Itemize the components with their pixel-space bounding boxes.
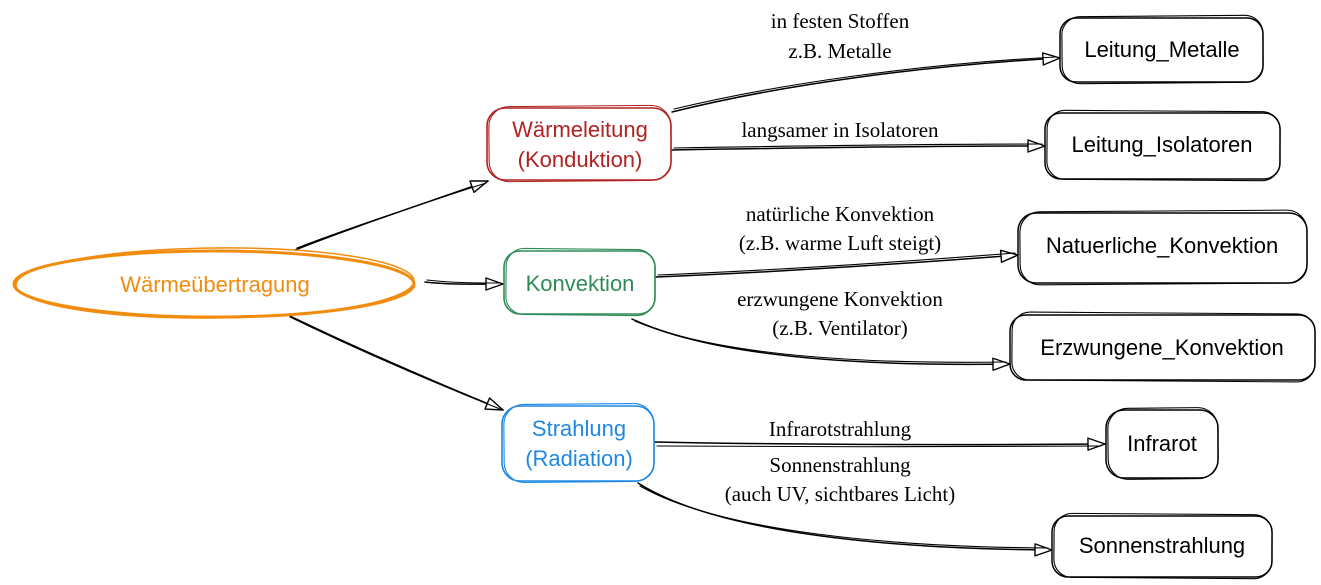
root-node[interactable]: Wärmeübertragung <box>12 246 416 320</box>
radiation-label-2: (Radiation) <box>525 446 633 471</box>
edge-label-infrarot: Infrarotstrahlung <box>769 417 912 441</box>
edge-conduction-metalle <box>671 52 1061 113</box>
edge-root-radiation <box>287 314 504 411</box>
edge-radiation-sonne <box>637 482 1053 557</box>
leaf-leitung-metalle-label: Leitung_Metalle <box>1084 37 1239 62</box>
edge-label-natuerlich-1: natürliche Konvektion <box>746 202 935 226</box>
leaf-natuerliche-konvektion-label: Natuerliche_Konvektion <box>1046 233 1278 258</box>
leaf-sonnenstrahlung[interactable]: Sonnenstrahlung <box>1051 512 1273 580</box>
edge-radiation-infrarot <box>654 437 1106 451</box>
leaf-infrarot[interactable]: Infrarot <box>1105 407 1219 480</box>
leaf-leitung-metalle[interactable]: Leitung_Metalle <box>1059 14 1264 85</box>
leaf-natuerliche-konvektion[interactable]: Natuerliche_Konvektion <box>1017 209 1308 286</box>
leaf-erzwungene-konvektion-label: Erzwungene_Konvektion <box>1040 335 1283 360</box>
edge-label-sonne-1: Sonnenstrahlung <box>769 453 911 477</box>
radiation-label-1: Strahlung <box>532 416 626 441</box>
edge-convection-erzwungen <box>631 318 1011 371</box>
leaf-erzwungene-konvektion[interactable]: Erzwungene_Konvektion <box>1009 311 1316 383</box>
convection-label: Konvektion <box>526 271 635 296</box>
leaf-leitung-isolatoren-label: Leitung_Isolatoren <box>1071 132 1252 157</box>
radiation-node[interactable]: Strahlung (Radiation) <box>501 402 655 484</box>
edge-root-convection <box>424 277 504 291</box>
leaf-infrarot-label: Infrarot <box>1127 431 1197 456</box>
edge-label-sonne-2: (auch UV, sichtbares Licht) <box>725 482 956 506</box>
root-label: Wärmeübertragung <box>120 272 310 297</box>
leaf-leitung-isolatoren[interactable]: Leitung_Isolatoren <box>1044 109 1281 182</box>
edge-label-natuerlich-2: (z.B. warme Luft steigt) <box>739 231 941 255</box>
convection-node[interactable]: Konvektion <box>503 247 656 317</box>
edge-convection-natuerlich <box>655 249 1019 278</box>
edge-label-metalle-1: in festen Stoffen <box>771 9 910 33</box>
edge-label-isolatoren: langsamer in Isolatoren <box>741 118 939 142</box>
conduction-node[interactable]: Wärmeleitung (Konduktion) <box>486 104 672 183</box>
edge-root-conduction <box>294 180 489 251</box>
edge-label-erzwungen-2: (z.B. Ventilator) <box>772 316 908 340</box>
conduction-label-2: (Konduktion) <box>518 147 643 172</box>
leaf-sonnenstrahlung-label: Sonnenstrahlung <box>1079 533 1245 558</box>
edge-label-erzwungen-1: erzwungene Konvektion <box>737 287 943 311</box>
conduction-label-1: Wärmeleitung <box>512 117 648 142</box>
edge-conduction-isolatoren <box>671 139 1046 153</box>
edge-label-metalle-2: z.B. Metalle <box>788 39 891 63</box>
